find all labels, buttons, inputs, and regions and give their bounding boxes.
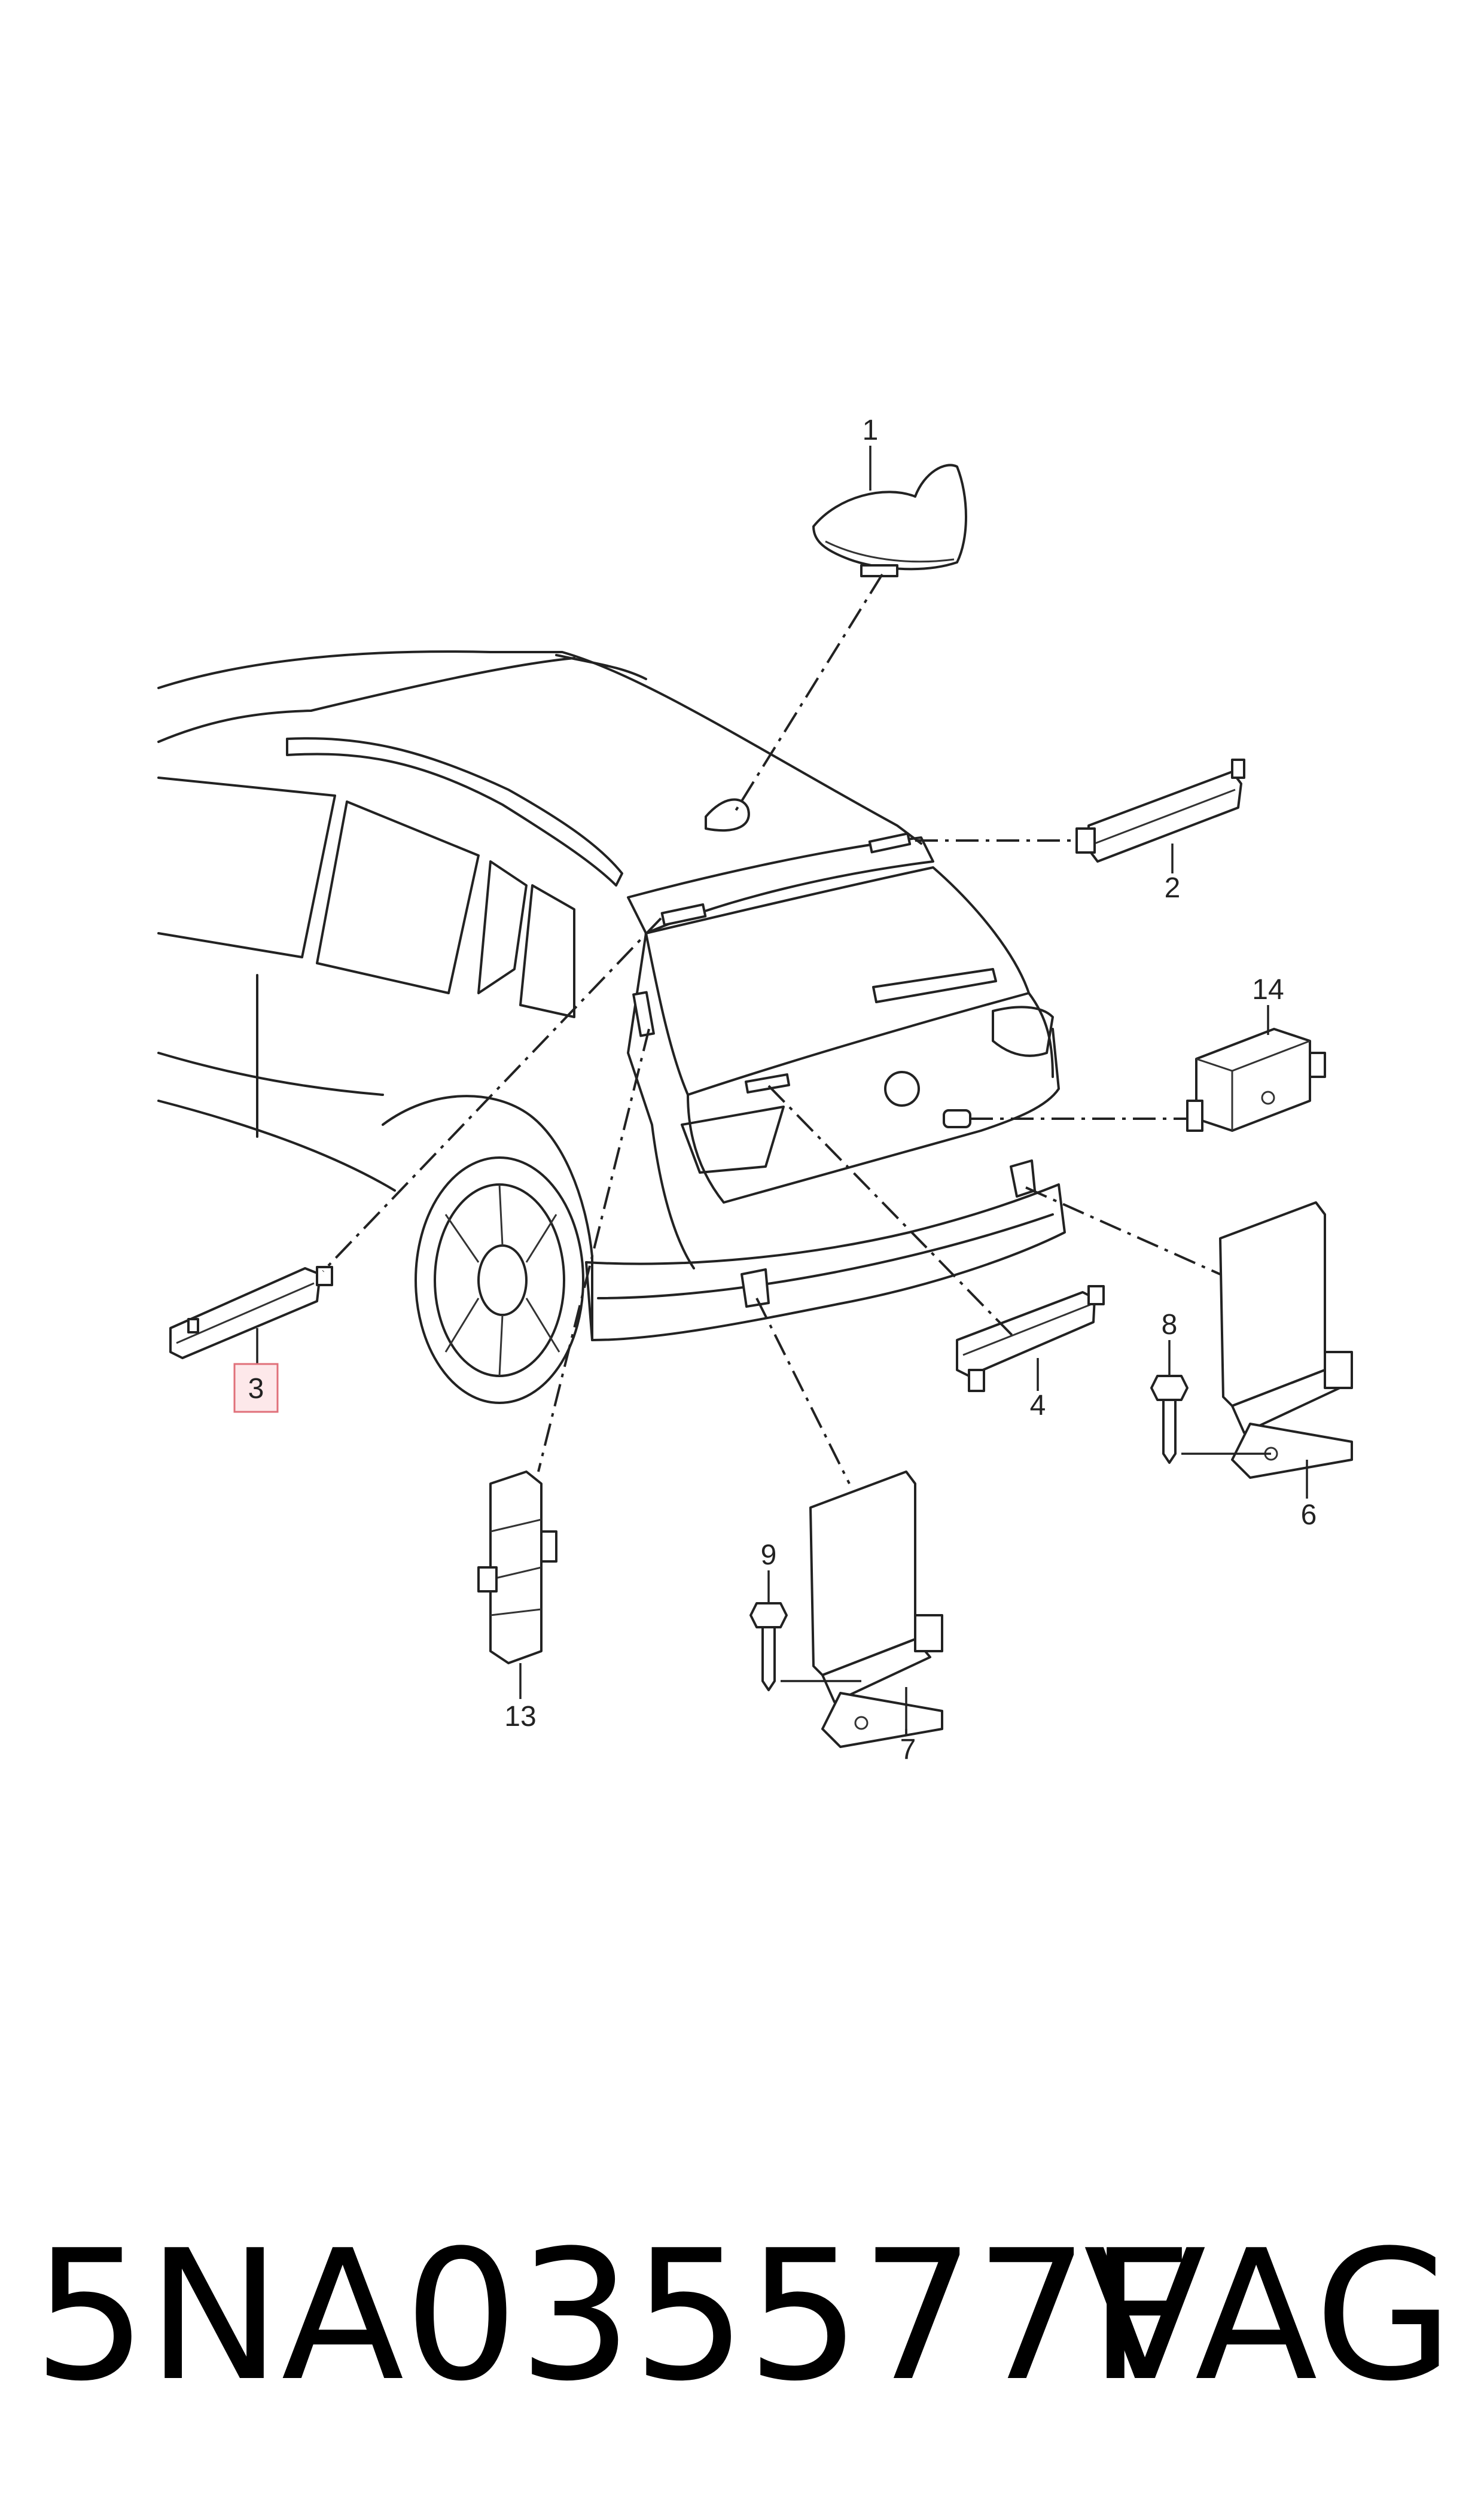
brand-label: VAG — [1084, 2212, 1453, 2420]
bolt-9 — [749, 1602, 788, 1691]
radar-sensor-left — [809, 1470, 943, 1748]
callout-1: 1 — [863, 415, 879, 446]
callout-14: 14 — [1252, 974, 1284, 1006]
callout-13: 13 — [504, 1701, 536, 1733]
vehicle-outline — [157, 650, 1066, 1404]
control-unit-14 — [1186, 1028, 1326, 1132]
antenna-amplifier-lower — [956, 1285, 1105, 1392]
callout-6: 6 — [1301, 1499, 1317, 1531]
leader-lines — [256, 446, 1308, 1735]
callout-8: 8 — [1162, 1309, 1178, 1341]
antenna-amplifier-left — [169, 1266, 333, 1359]
shark-fin-antenna — [812, 464, 967, 577]
part-number: 5NA035577F — [33, 2212, 1192, 2420]
callout-7: 7 — [900, 1734, 916, 1765]
callout-3-highlight — [233, 1363, 279, 1413]
callouts: 1 2 3 4 6 7 8 9 13 14 — [233, 415, 1317, 1765]
callout-3: 3 — [248, 1373, 264, 1405]
antenna-amplifier-upper — [1075, 759, 1245, 863]
bolt-8 — [1150, 1375, 1189, 1464]
callout-9: 9 — [761, 1539, 777, 1571]
callout-2: 2 — [1165, 872, 1181, 904]
connector-module-13 — [477, 1470, 557, 1664]
callout-4: 4 — [1030, 1390, 1046, 1421]
radar-sensor-right — [1219, 1201, 1353, 1479]
